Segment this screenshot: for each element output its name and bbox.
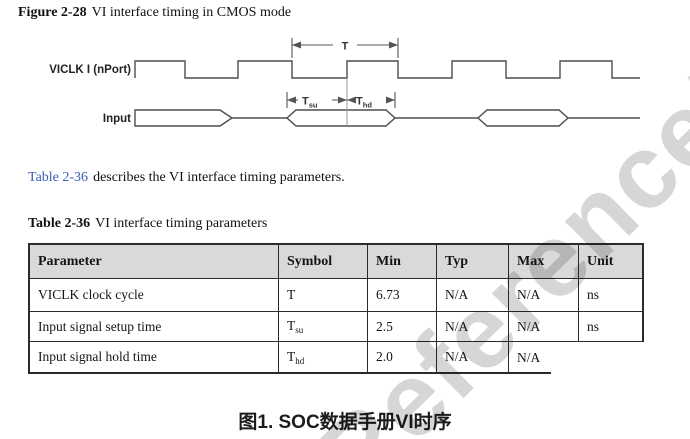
table-cell-min: 2.0 (368, 342, 437, 374)
table-header-max: Max (509, 245, 579, 279)
table-cell-parameter: VICLK clock cycle (30, 279, 279, 312)
input-data-valid-1 (134, 109, 234, 127)
body-paragraph: Table 2-36 describes the VI interface tim… (28, 170, 345, 186)
table-header-unit: Unit (579, 245, 644, 279)
figure-title-label: Figure 2-28 (18, 5, 87, 20)
hold-label-mask (352, 92, 386, 107)
table-cell-unit: ns (579, 312, 644, 342)
hold-arrowhead-left (347, 96, 356, 104)
figure-bottom-caption: 图1. SOC数据手册VI时序 (238, 412, 452, 433)
body-paragraph-text: describes the VI interface timing parame… (93, 170, 345, 185)
table-cell-unit: ns (579, 279, 644, 312)
table-cell-typ: N/A (437, 342, 509, 374)
table-cell-min: 6.73 (368, 279, 437, 312)
hold-arrowhead-right (386, 96, 395, 104)
table-cell-symbol: Tsu (279, 312, 368, 342)
period-label-mask (333, 37, 357, 52)
table-caption-text: VI interface timing parameters (95, 216, 268, 231)
table-header-symbol: Symbol (279, 245, 368, 279)
table-cell-unit (579, 342, 644, 374)
table-cell-min: 2.5 (368, 312, 437, 342)
setup-time-label: Tsu (302, 96, 318, 110)
table-header-parameter: Parameter (30, 245, 279, 279)
table-header-min: Min (368, 245, 437, 279)
setup-arrowhead-left (287, 96, 296, 104)
period-arrowhead-left (292, 41, 301, 49)
table-cell-max: N/A (508, 342, 579, 374)
clock-signal-label: VICLK I (nPort) (49, 64, 131, 76)
table-header-typ: Typ (437, 245, 509, 279)
input-signal-label: Input (103, 113, 131, 125)
table-caption-label: Table 2-36 (28, 216, 91, 231)
figure-title-text: VI interface timing in CMOS mode (91, 5, 292, 20)
table-cell-symbol: T (279, 279, 368, 312)
clock-waveform (134, 60, 640, 79)
period-arrowhead-right (389, 41, 398, 49)
input-data-valid-3 (476, 109, 570, 127)
table-cell-typ: N/A (437, 312, 509, 342)
timing-parameters-table: Parameter Symbol Min Typ Max Unit VICLK … (28, 243, 644, 374)
setup-arrowhead-right (338, 96, 347, 104)
table-cell-typ: N/A (437, 279, 509, 312)
table-cell-max: N/A (509, 312, 579, 342)
setup-label-mask (298, 92, 332, 107)
table-caption: Table 2-36 VI interface timing parameters (28, 216, 267, 232)
table-cell-symbol: Thd (279, 342, 368, 374)
timing-diagram: T Tsu Thd VICLK I (nPort) Input (49, 37, 640, 127)
period-label: T (342, 41, 349, 53)
table-2-36-link[interactable]: Table 2-36 (28, 170, 89, 185)
table-cell-max: N/A (509, 279, 579, 312)
hold-time-label: Thd (356, 96, 372, 110)
table-cell-parameter: Input signal hold time (30, 342, 279, 374)
table-cell-parameter: Input signal setup time (30, 312, 279, 342)
figure-title: Figure 2-28 VI interface timing in CMOS m… (18, 5, 291, 21)
input-data-valid-2 (285, 109, 397, 127)
